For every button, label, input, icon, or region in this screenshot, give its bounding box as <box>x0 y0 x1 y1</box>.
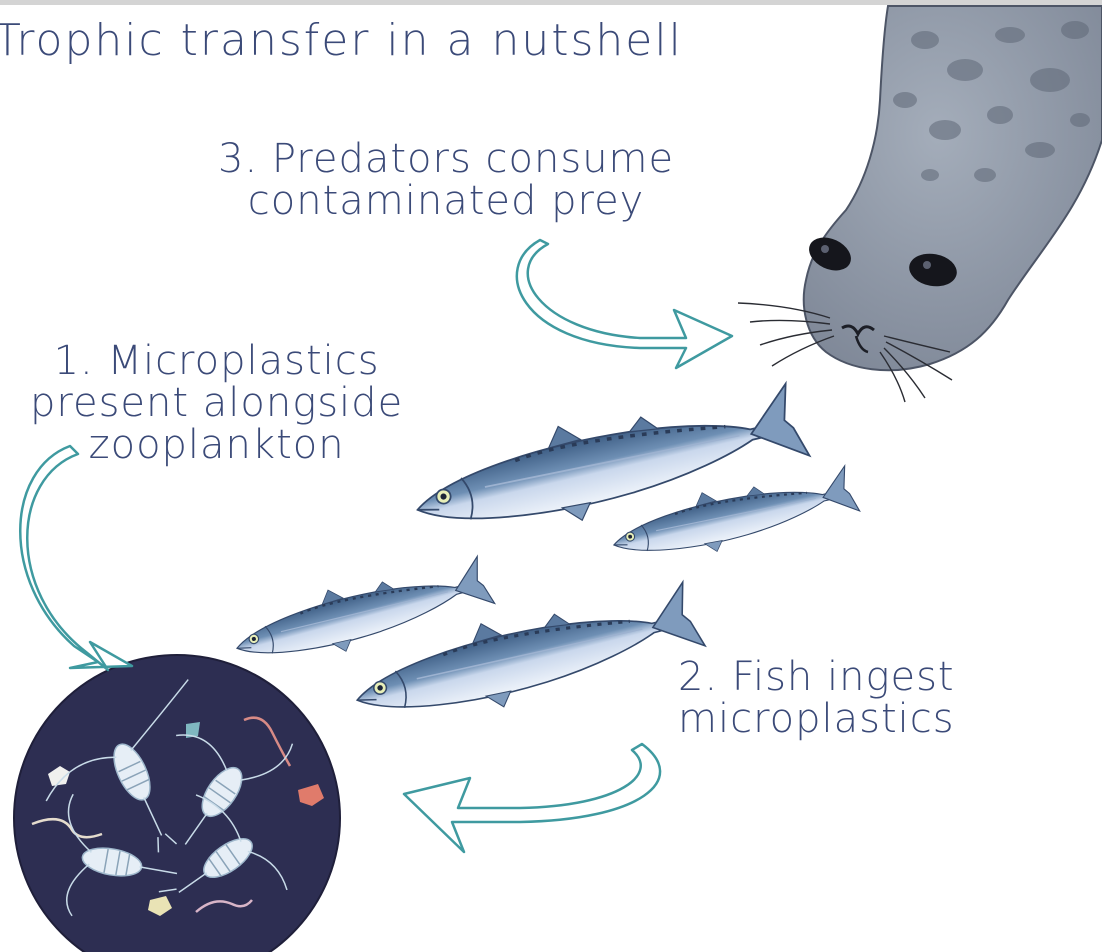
step-2-line-2: microplastics <box>678 698 955 740</box>
step-3-line-1: 3. Predators consume <box>218 138 674 180</box>
arrow-predators-icon <box>517 240 732 368</box>
arrow-fish-icon <box>404 744 660 852</box>
zooplankton-microplastics-illustration <box>14 655 340 952</box>
step-1-line-3: zooplankton <box>30 424 403 466</box>
diagram-title: Trophic transfer in a nutshell <box>0 18 683 64</box>
step-3-line-2: contaminated prey <box>218 180 674 222</box>
step-3-label: 3. Predators consume contaminated prey <box>218 138 674 222</box>
step-1-label: 1. Microplastics present alongside zoopl… <box>30 340 403 466</box>
step-2-line-1: 2. Fish ingest <box>678 656 955 698</box>
arrow-microplastics-icon <box>20 446 132 670</box>
seal-illustration <box>738 6 1102 402</box>
step-1-line-1: 1. Microplastics <box>30 340 403 382</box>
step-1-line-2: present alongside <box>30 382 403 424</box>
step-2-label: 2. Fish ingest microplastics <box>678 656 955 740</box>
